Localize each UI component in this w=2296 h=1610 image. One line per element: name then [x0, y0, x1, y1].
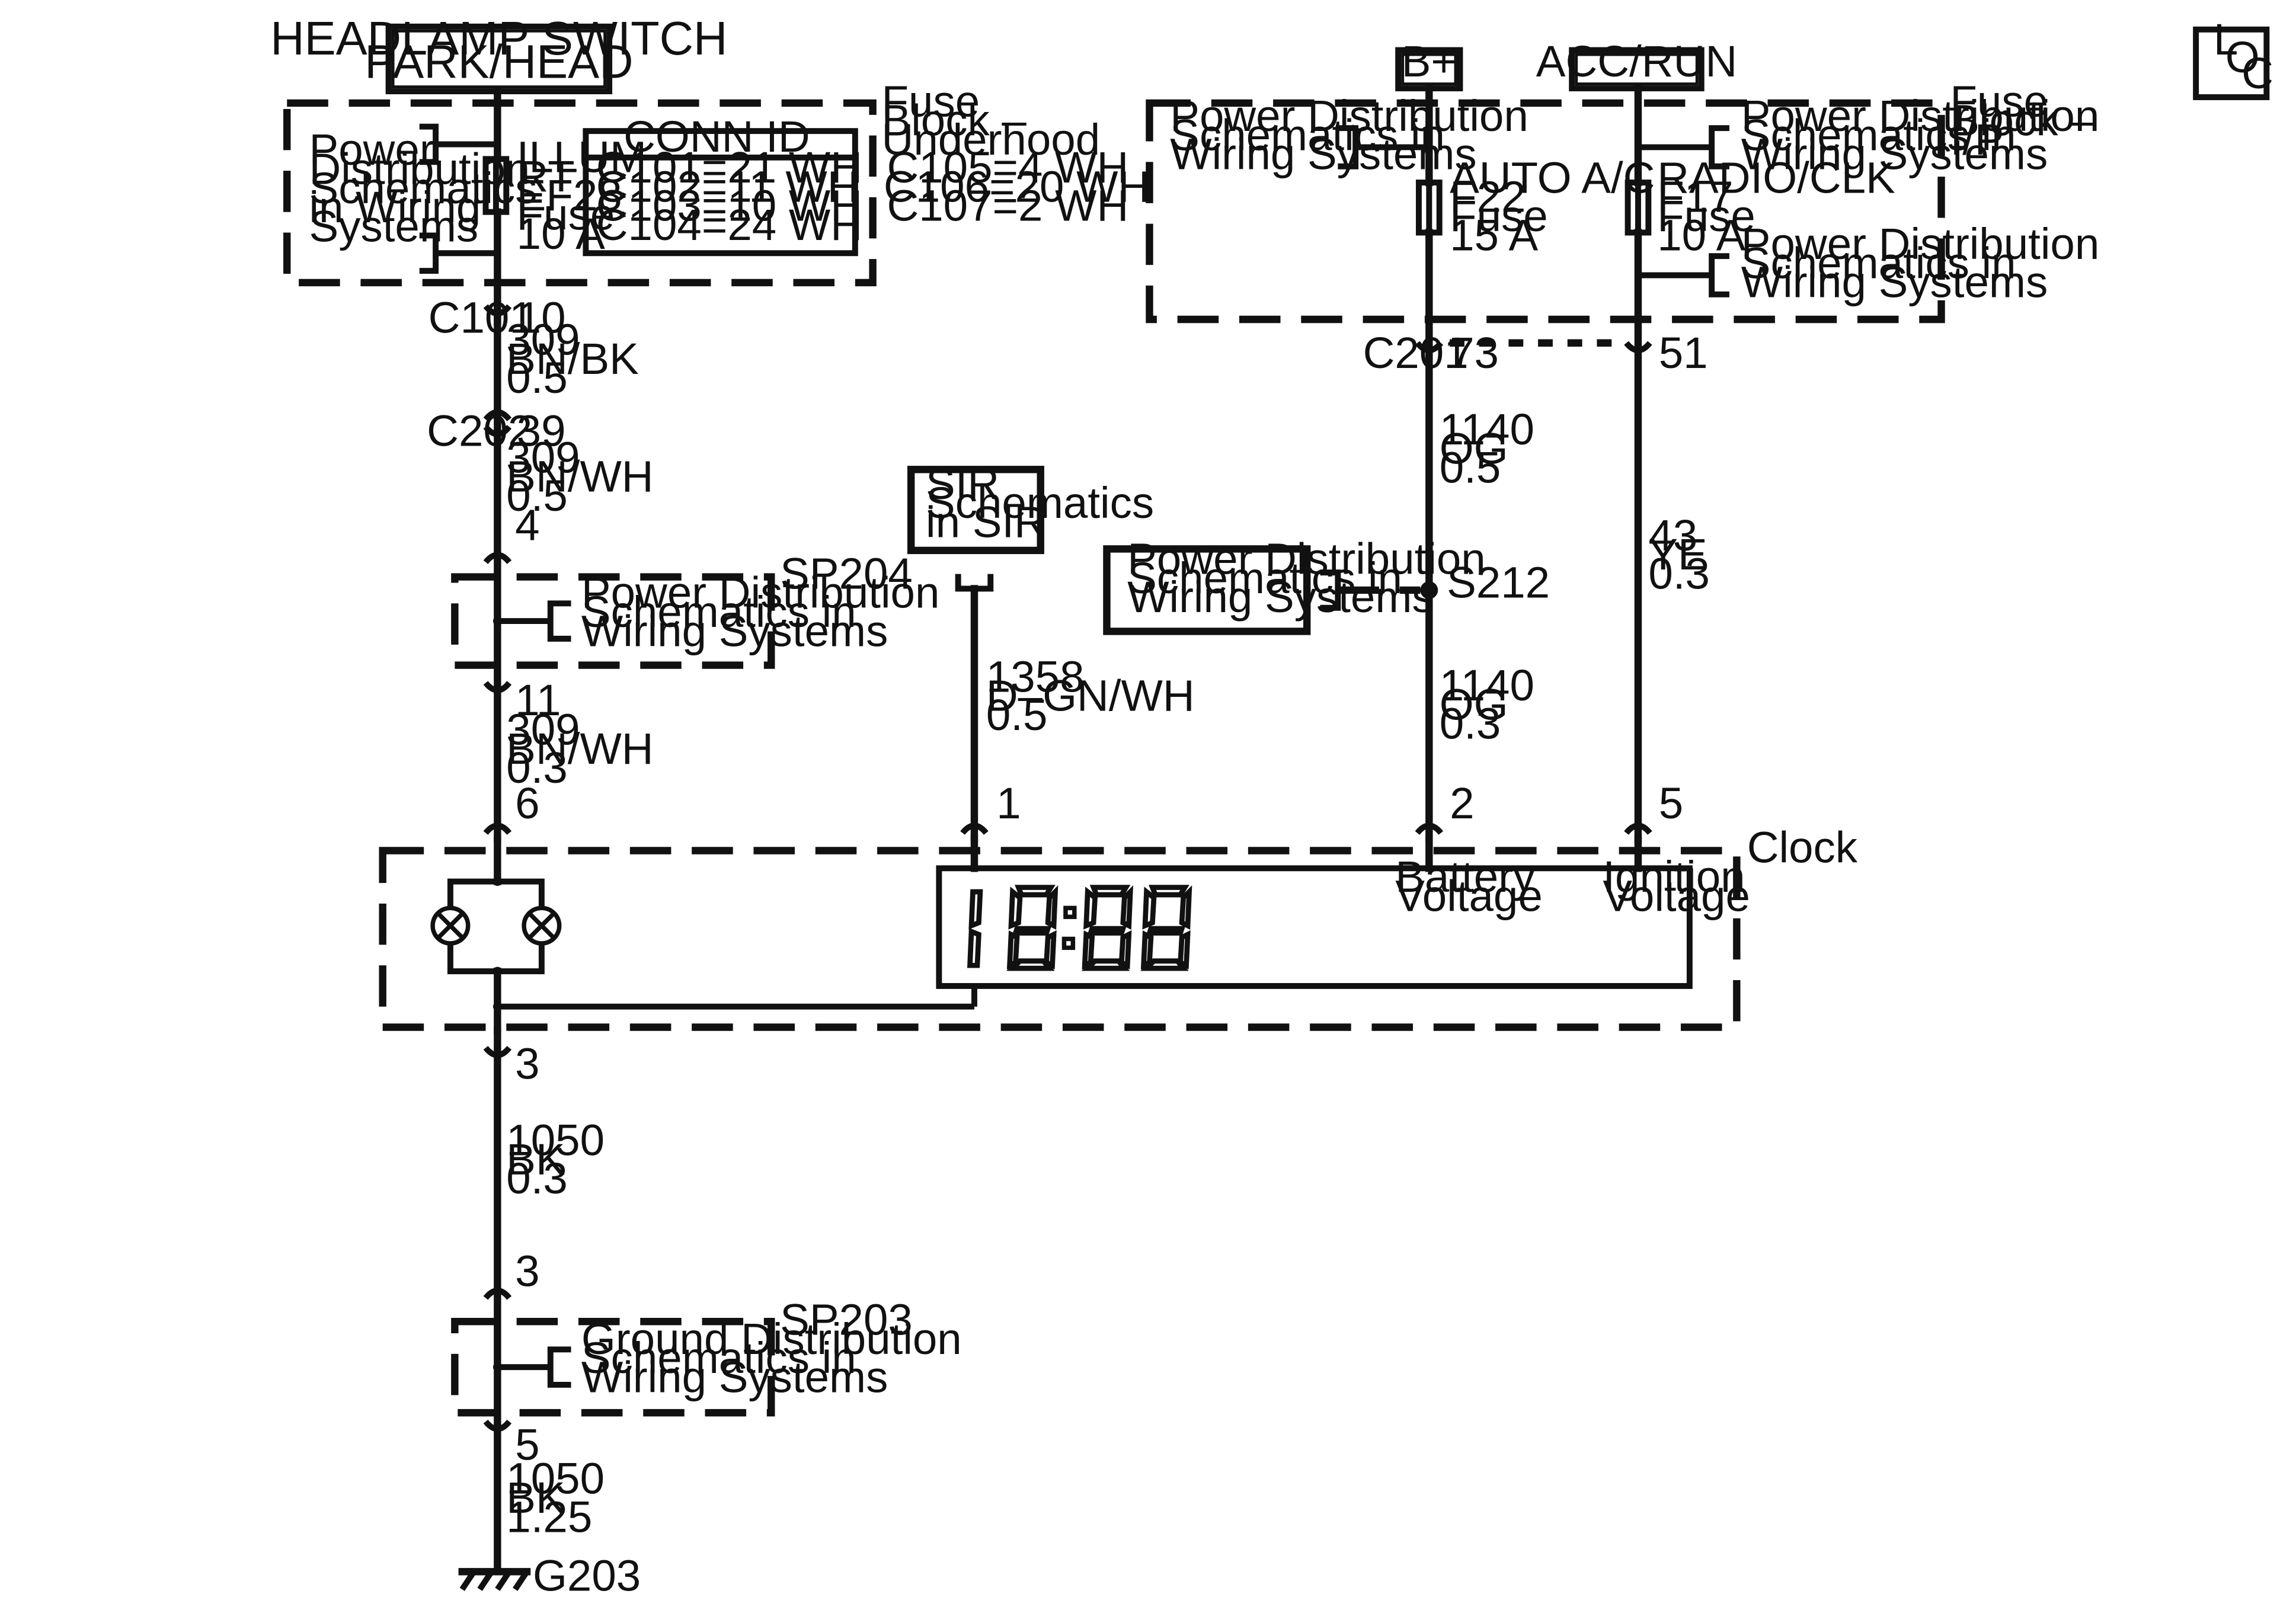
fuse-block-underhood-label: Fuse Block – Underhood [882, 76, 1101, 164]
g203-label: G203 [533, 1551, 641, 1601]
fuse-block-ip-label: Fuse Block – I/P [1950, 76, 2107, 164]
headlamp-switch-line1: HEADLAMP SWITCH [270, 12, 727, 65]
ip-power-dist-right-top: Power Distribution Schematics in Wiring … [1741, 91, 2112, 179]
sp203-label: SP203 [780, 1295, 913, 1345]
clock-pin-3: 3 [515, 1039, 539, 1088]
battery-voltage-label: Battery Voltage [1395, 852, 1547, 920]
sp203-text: Ground Distribution Schematics in Wiring… [581, 1314, 974, 1402]
wire-1140-05: 1140 OG 0.5 [1440, 405, 1547, 492]
b-plus-box: B+ [1395, 37, 1463, 92]
clock-pin-2: 2 [1450, 779, 1474, 828]
svg-text:C: C [2241, 49, 2273, 98]
clock-display-digits [967, 885, 1192, 971]
b-plus-label: B+ [1402, 37, 1457, 86]
bulb-icon-right [522, 905, 562, 946]
underhood-power-dist-text: Power Distribution Schematics in Wiring … [309, 125, 550, 251]
sp203-pin-out: 5 [515, 1420, 539, 1470]
acc-run-label: ACC/RUN [1536, 37, 1737, 86]
sp204-pin-out: 11 [515, 676, 561, 725]
sp203-pin-in: 3 [515, 1247, 539, 1296]
wire-43-ye: 43 YE 0.3 [1648, 511, 1719, 598]
wire-309-bnwh-03: 309 BN/WH 0.3 [506, 705, 666, 793]
acc-run-box: ACC/RUN [1536, 37, 1737, 92]
fuse-f17-label: RADIO/CLK F17 Fuse 10 A [1657, 153, 1907, 260]
headlamp-switch-box: HEADLAMP SWITCH PARK/HEAD [270, 12, 727, 95]
wire-309-bnwh-05: 309 BN/WH 0.5 [506, 433, 666, 520]
c201-label: C201 [1363, 328, 1469, 377]
headlamp-switch-line2: PARK/HEAD [364, 36, 633, 88]
c101-pin: 10 [517, 293, 566, 342]
sp204-label: SP204 [780, 549, 913, 598]
c202-label: C202 [427, 406, 532, 456]
left-circuit: C101 10 309 BN/BK 0.5 C202 39 309 BN/WH … [427, 293, 952, 828]
clock-module: Clock [379, 822, 1858, 1034]
conn-id-row-3: C103=10 WH C107=2 WH [596, 181, 1129, 231]
splice-s212 [1420, 581, 1438, 599]
wire-1358: 1358 D–GN/WH 0.5 [986, 652, 1207, 740]
bulb-icon-left [430, 905, 471, 946]
wire-1140-03: 1140 OG 0.3 [1440, 661, 1547, 748]
battery-circuit: C201 73 1140 OG 0.5 S212 Power Distribut… [1103, 328, 1550, 828]
svg-text:L: L [2214, 15, 2238, 64]
clock-pin-6: 6 [515, 779, 539, 828]
sp204-pin-in: 4 [515, 501, 539, 550]
wire-1050-03: 1050 BK 0.3 [506, 1116, 616, 1204]
c101-label: C101 [428, 293, 534, 342]
sp204-text: Power Distribution Schematics in Wiring … [581, 568, 952, 656]
ground-icon [458, 1568, 531, 1591]
conn-id-title: CONN ID [623, 112, 810, 161]
wire-1050-125: 1050 BK 1.25 [506, 1454, 616, 1542]
fuse-block-ip: Fuse Block – I/P Power Distribution Sche… [1146, 76, 2112, 324]
ground-circuit: 3 1050 BK 0.3 3 SP203 Ground Distributio… [451, 1039, 974, 1601]
svg-text:O: O [2225, 33, 2260, 82]
s212-label: S212 [1447, 558, 1550, 607]
fuse-block-underhood: Fuse Block – Underhood Power Distributio… [283, 76, 1150, 287]
clock-pin-1: 1 [996, 779, 1021, 828]
sir-circuit: SIR Schematics in SIR 1358 D–GN/WH 0.5 1 [907, 459, 1207, 828]
s212-power-dist-text: Power Distribution Schematics in Wiring … [1127, 534, 1498, 622]
ignition-voltage-label: Ignition Voltage [1603, 852, 1757, 920]
ignition-circuit: 51 43 YE 0.3 5 [1648, 328, 1719, 828]
connectors [483, 302, 1652, 1432]
c202-pin: 39 [517, 406, 566, 456]
fuse-f22-label: AUTO A/C F22 Fuse 15 A [1450, 153, 1667, 260]
clock-label: Clock [1747, 822, 1858, 872]
ip-power-dist-right-bottom: Power Distribution Schematics in Wiring … [1741, 219, 2112, 307]
conn-id-row-2: C102=11 WH C106=20 WH [596, 162, 1150, 211]
wire-309-bnbk: 309 BN/BK 0.5 [506, 315, 651, 403]
c201-pin-73: 73 [1450, 328, 1499, 377]
conn-id-row-1: C101=21 WH C105=4 WH [596, 143, 1129, 192]
fuse-ef28-label: ILLUM RT EF28 Fuse 10 A [517, 133, 659, 258]
loc-icon: L O C [2193, 15, 2273, 100]
c201-pin-51: 51 [1659, 328, 1708, 377]
conn-id-row-4: C104=24 WH [596, 200, 862, 249]
sir-box-text: SIR Schematics in SIR [926, 459, 1166, 547]
clock-pin-5: 5 [1659, 779, 1683, 828]
